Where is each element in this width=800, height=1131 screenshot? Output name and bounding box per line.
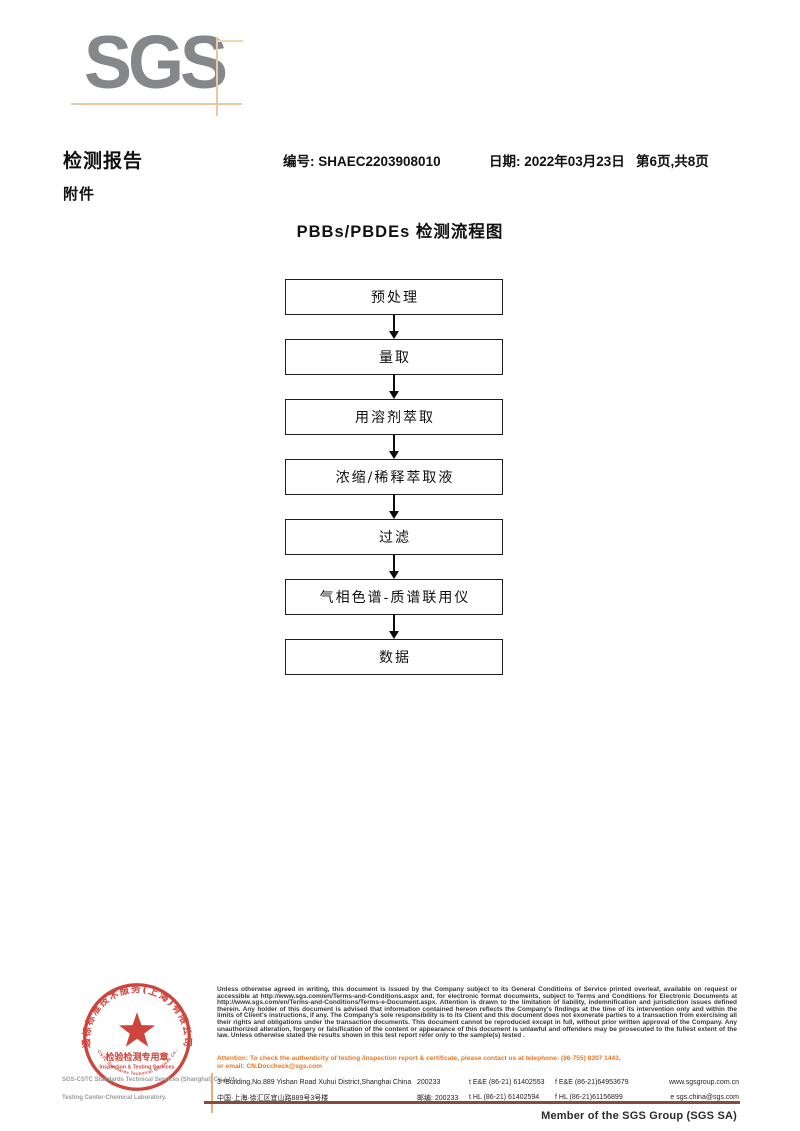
address-en: 3ʳᵈBuilding,No.889 Yishan Road Xuhui Dis…: [217, 1079, 412, 1086]
down-arrow-icon: [285, 375, 503, 399]
flowchart: 预处理 量取 用溶剂萃取 浓缩/稀释萃取液 过滤 气相色谱-质谱联用仪 数据: [285, 279, 503, 675]
flow-step-filter: 过滤: [285, 519, 503, 555]
email: e sgs.china@sgs.com: [670, 1094, 739, 1101]
logo-crosshair-tick: [217, 40, 243, 42]
address-block: 3ʳᵈBuilding,No.889 Yishan Road Xuhui Dis…: [217, 1077, 739, 1107]
sgs-member-note: Member of the SGS Group (SGS SA): [541, 1110, 737, 1122]
tel-hl: t HL (86-21) 61402594: [469, 1094, 540, 1101]
flow-step-concentrate-dilute: 浓缩/稀释萃取液: [285, 459, 503, 495]
report-date: 日期: 2022年03月23日: [489, 154, 625, 169]
attachment-label: 附件: [63, 186, 96, 203]
down-arrow-icon: [285, 495, 503, 519]
flow-step-measure: 量取: [285, 339, 503, 375]
down-arrow-icon: [285, 435, 503, 459]
company-seal: 通标标准技术服务(上海)有限公司 SGS-CSTC Standards Tech…: [80, 980, 191, 1091]
postal-code: 200233: [417, 1079, 441, 1086]
footer-rule: [204, 1101, 740, 1104]
flowchart-title: PBBs/PBDEs 检测流程图: [296, 223, 504, 241]
star-icon: [118, 1012, 156, 1047]
fax-hl: f HL (86-21)61156899: [555, 1094, 623, 1101]
down-arrow-icon: [285, 555, 503, 579]
logo-crosshair-horizontal: [71, 103, 242, 105]
report-number: 编号: SHAEC2203908010: [283, 154, 441, 169]
logo-crosshair-vertical: [216, 37, 218, 116]
address-row-en: 3ʳᵈBuilding,No.889 Yishan Road Xuhui Dis…: [217, 1077, 739, 1088]
fax-ee: f E&E (86-21)64953679: [555, 1079, 629, 1086]
flow-step-pretreatment: 预处理: [285, 279, 503, 315]
tel-ee: t E&E (86-21) 61402553: [469, 1079, 545, 1086]
website: www.sgsgroup.com.cn: [668, 1079, 739, 1086]
sgs-logo: SGS: [84, 21, 228, 105]
attention-line-2: or email: CN.Doccheck@sgs.com: [217, 1063, 323, 1070]
flow-step-data: 数据: [285, 639, 503, 675]
attention-line-1: Attention: To check the authenticity of …: [217, 1055, 621, 1062]
down-arrow-icon: [285, 315, 503, 339]
seal-cn-line: 检验检测专用章: [105, 1051, 168, 1063]
legal-disclaimer: Unless otherwise agreed in writing, this…: [217, 986, 737, 1040]
down-arrow-icon: [285, 615, 503, 639]
postal-code-cn: 邮编: 200233: [417, 1094, 459, 1102]
report-title: 检测报告: [63, 151, 144, 172]
seal-en-line: Inspection & Testing Services: [99, 1064, 174, 1070]
seal-ring: [83, 983, 191, 1091]
address-cn: 中国·上海·徐汇区宜山路889号3号楼: [217, 1094, 329, 1102]
lab-company-name: SGS-CSTC Standards Technical Services (S…: [62, 1077, 236, 1083]
lab-department-name: Testing Center-Chemical Laboratory.: [62, 1095, 167, 1101]
footer-divider-vertical: [211, 1073, 213, 1113]
page-indicator: 第6页,共8页: [636, 154, 709, 169]
flow-step-solvent-extraction: 用溶剂萃取: [285, 399, 503, 435]
flow-step-gcms: 气相色谱-质谱联用仪: [285, 579, 503, 615]
address-row-cn: 中国·上海·徐汇区宜山路889号3号楼 邮编: 200233 t HL (86-…: [217, 1092, 739, 1103]
